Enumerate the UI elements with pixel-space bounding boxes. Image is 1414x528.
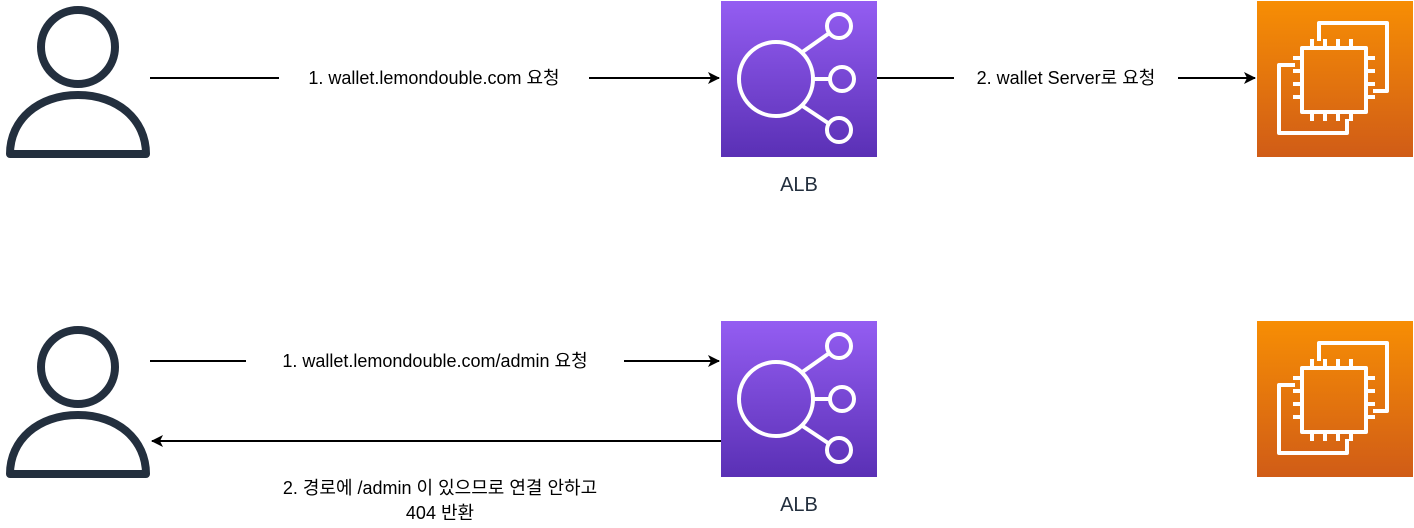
bottom-alb-label: ALB: [780, 494, 818, 516]
label-background: [279, 64, 589, 90]
bottom-alb-node[interactable]: [721, 321, 877, 477]
top-edge-request-label: 1. wallet.lemondouble.com 요청: [308, 68, 559, 88]
bottom-edge-request-label: 1. wallet.lemondouble.com/admin 요청: [282, 351, 587, 371]
top-alb-node[interactable]: [721, 1, 877, 157]
label-background: [954, 64, 1178, 90]
bottom-user-node[interactable]: [10, 330, 146, 474]
top-alb-label: ALB: [780, 174, 818, 196]
bottom-edge-response-label-line1: 2. 경로에 /admin 이 있으므로 연결 안하고: [283, 478, 597, 498]
top-user-node[interactable]: [10, 10, 146, 154]
user-icon: [10, 330, 146, 474]
user-icon: [10, 10, 146, 154]
bottom-ec2-node[interactable]: [1257, 321, 1413, 477]
bottom-edge-request[interactable]: 1. wallet.lemondouble.com/admin 요청: [150, 347, 720, 373]
label-background: [246, 347, 624, 373]
bottom-edge-response[interactable]: 2. 경로에 /admin 이 있으므로 연결 안하고 404 반환: [151, 435, 721, 523]
top-ec2-node[interactable]: [1257, 1, 1413, 157]
bottom-edge-response-label-line2: 404 반환: [406, 503, 474, 523]
top-edge-request[interactable]: 1. wallet.lemondouble.com 요청: [150, 64, 720, 90]
top-edge-forward-label: 2. wallet Server로 요청: [977, 68, 1156, 88]
top-edge-forward[interactable]: 2. wallet Server로 요청: [877, 64, 1256, 90]
